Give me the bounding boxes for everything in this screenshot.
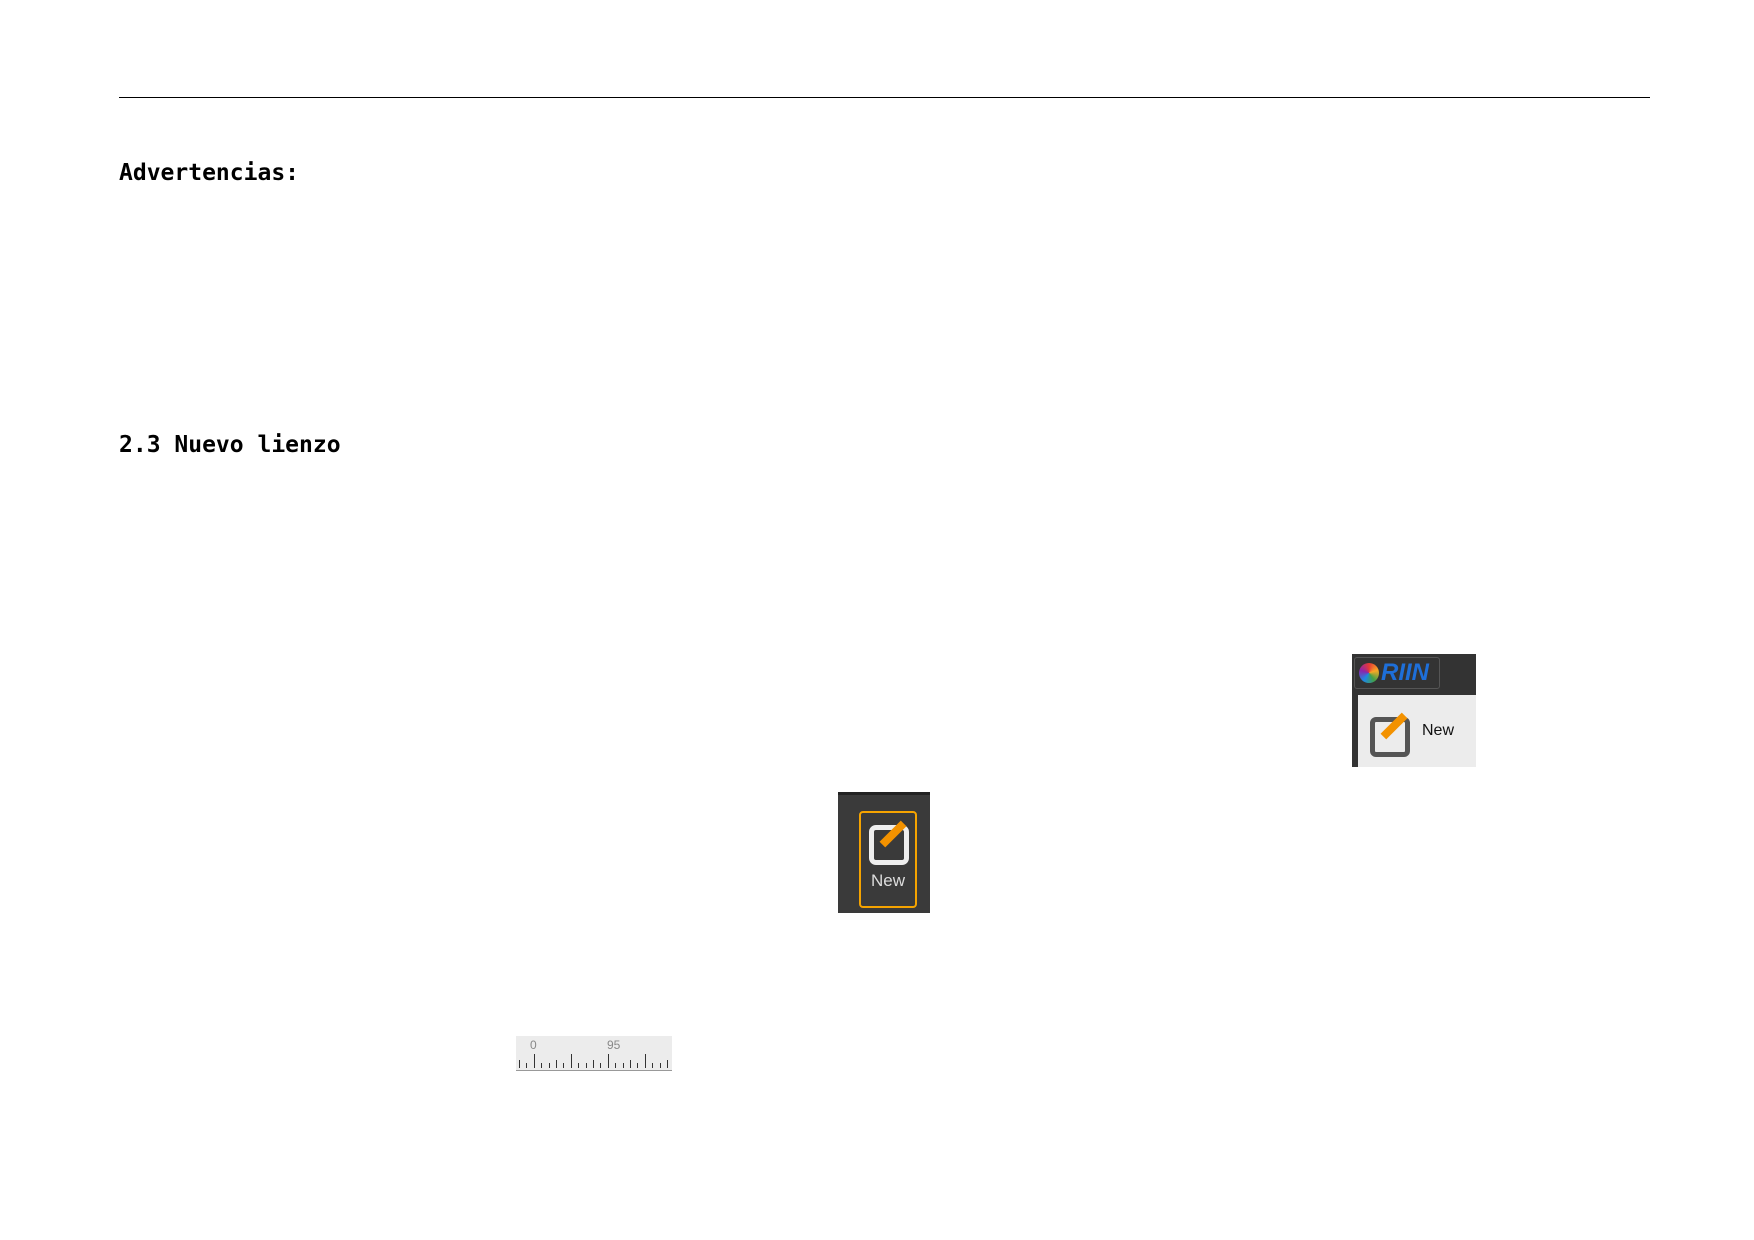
app-logo: RIIN [1354,657,1440,689]
new-button-screenshot: New [838,792,930,913]
ruler-tick [526,1063,528,1068]
ruler: 0 95 [516,1036,672,1071]
ruler-tick [622,1063,624,1068]
edit-icon [869,819,911,865]
ruler-tick [563,1063,565,1068]
color-wheel-icon [1359,663,1379,683]
warnings-heading: Advertencias: [119,160,300,186]
ruler-label-95: 95 [607,1038,621,1052]
edit-icon [1368,709,1412,757]
ruler-tick [615,1063,617,1068]
ruler-tick [593,1060,594,1068]
ruler-tick [652,1063,654,1068]
header-rule [119,97,1650,98]
ruler-tick [578,1063,580,1068]
logo-text: RIIN [1381,659,1429,686]
ruler-tick [585,1063,587,1068]
ruler-tick [667,1060,668,1068]
section-heading: 2.3 Nuevo lienzo [119,432,341,458]
ruler-tick [548,1063,550,1068]
new-label: New [870,871,905,890]
ruler-tick [519,1060,520,1068]
ruler-tick [556,1060,557,1068]
ruler-tick [659,1063,661,1068]
new-button[interactable]: New [1358,695,1476,767]
toolbar-screenshot: RIIN New [1352,654,1476,767]
ruler-tick [570,1054,572,1068]
ruler-tick [541,1063,543,1068]
ruler-tick [644,1054,646,1068]
ruler-tick [600,1063,602,1068]
ruler-tick [637,1063,639,1068]
new-button-highlighted[interactable]: New [859,811,917,908]
ruler-tick [630,1060,631,1068]
ruler-tick [533,1054,535,1068]
new-label: New [1422,722,1455,739]
ruler-label-0: 0 [530,1038,537,1052]
ruler-tick [607,1054,609,1068]
